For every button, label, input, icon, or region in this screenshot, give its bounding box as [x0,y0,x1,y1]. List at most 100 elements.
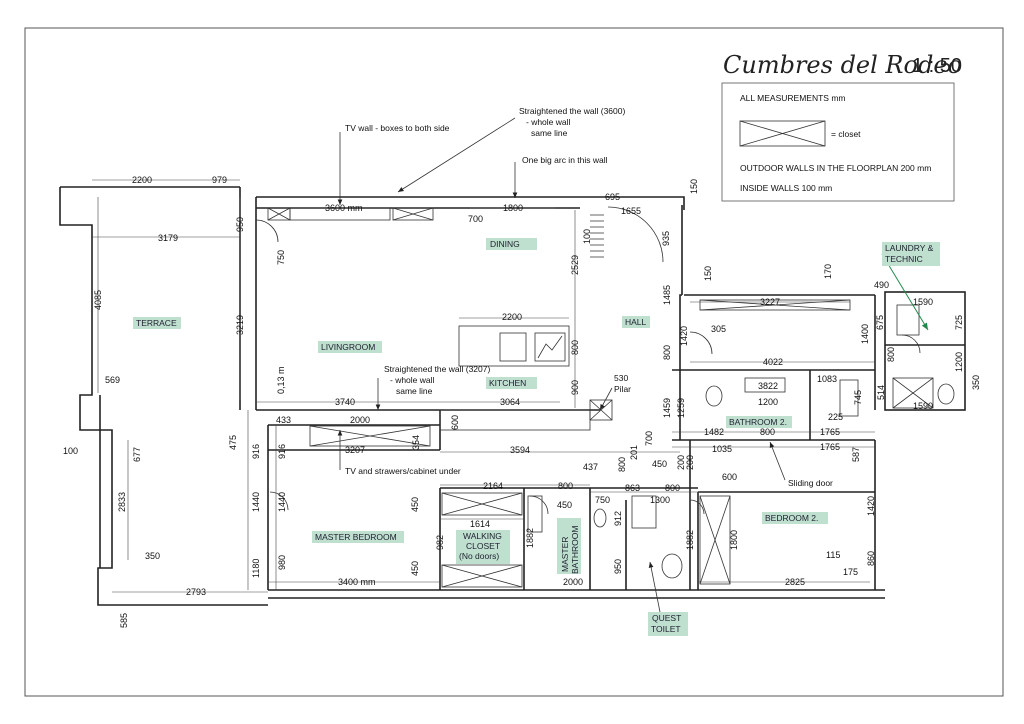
dim-label: 3594 [510,445,530,455]
note-pilar-dim: 530 [614,373,628,383]
closet-symbol [739,120,826,147]
dim-label: 1180 [251,559,261,578]
dim-label: 1655 [621,206,641,216]
dim-label: 3219 [235,315,245,335]
dim-label: 1590 [913,297,933,307]
dim-label: 980 [277,555,287,570]
dimension-labels-vertical: 4085 950 3219 750 677 2833 585 475 0,13 … [93,179,981,628]
dim-label: 585 [119,613,129,628]
note-straight-mid-2: - whole wall [390,375,435,385]
dim-label: 1882 [685,530,695,550]
dim-label: 800 [665,483,680,493]
dim-label: 1200 [954,352,964,372]
dim-label: 1800 [503,203,523,213]
note-straight-mid-3: same line [396,386,433,396]
dim-label: 475 [228,435,238,450]
room-master-bathroom-line2: BATHROOM [570,526,580,574]
dim-label: 800 [662,345,672,360]
dim-label: 1800 [729,530,739,550]
dim-label: 979 [212,175,227,185]
dim-label: 750 [276,250,286,265]
dim-label: 912 [613,511,623,526]
dim-label: 695 [605,192,620,202]
note-tv-straw: TV and strawers/cabinet under [345,466,461,476]
dim-label: 1200 [758,397,778,407]
legend-outdoor-walls: OUTDOOR WALLS IN THE FLOORPLAN 200 mm [740,163,931,173]
dim-label: 490 [874,280,889,290]
legend-units: ALL MEASUREMENTS mm [740,93,845,103]
dim-label: 725 [954,315,964,330]
dim-label: 569 [105,375,120,385]
dim-label: 1882 [525,528,535,548]
dim-label: 1765 [820,427,840,437]
dim-label: 1035 [712,444,732,454]
dim-label: 3822 [758,381,778,391]
dim-label: 1259 [676,398,686,418]
dim-label: 1590 [913,401,933,411]
dim-label: 2200 [502,312,522,322]
dim-label: 950 [235,217,245,232]
dim-label: 1083 [817,374,837,384]
dim-label: 3600 mm [325,203,363,213]
dim-label: 1765 [820,442,840,452]
note-straight-mid-1: Straightened the wall (3207) [384,364,490,374]
dim-label: 150 [689,179,699,194]
annotations: TV wall - boxes to both side Straightene… [345,106,833,488]
dim-label: 200 [676,455,686,470]
dim-label: 150 [703,266,713,281]
dim-label: 450 [410,561,420,576]
dim-label: 2000 [350,415,370,425]
dim-label: 916 [251,444,261,459]
dim-label: 225 [828,412,843,422]
dim-label: 863 [625,483,640,493]
dim-label: 2833 [117,492,127,512]
note-straight-top-1: Straightened the wall (3600) [519,106,625,116]
room-kitchen: KITCHEN [489,378,526,388]
dim-label: 1420 [679,326,689,346]
dim-label: 800 [617,457,627,472]
dim-label: 1440 [277,492,287,512]
room-master-bedroom: MASTER BEDROOM [315,532,397,542]
dim-label: 170 [823,264,833,279]
plan-scale: 1 : 50 [912,55,962,77]
dim-label: 3179 [158,233,178,243]
dim-label: 1485 [662,285,672,305]
room-guest-toilet-line2: TOILET [651,624,681,634]
dim-label: 100 [63,446,78,456]
dim-label: 2825 [785,577,805,587]
room-labels: TERRACE LIVINGROOM DINING KITCHEN HALL L… [133,238,940,636]
dim-label: 450 [652,459,667,469]
annotation-arrows [337,117,929,613]
dim-label: 800 [760,427,775,437]
note-straight-top-3: same line [531,128,568,138]
dim-label: 1420 [866,496,876,516]
legend-closet: = closet [831,129,861,139]
room-bedroom2: BEDROOM 2. [765,513,818,523]
room-laundry-line1: LAUNDRY & [885,243,934,253]
dim-label: 900 [570,380,580,395]
legend-inside-walls: INSIDE WALLS 100 mm [740,183,832,193]
dim-label: 2200 [132,175,152,185]
dim-label: 437 [583,462,598,472]
dim-label: 935 [661,231,671,246]
kitchen-island [439,304,955,579]
room-livingroom: LIVINGROOM [321,342,375,352]
dim-label: 350 [145,551,160,561]
dim-label: 600 [450,415,460,430]
dim-label: 201 [629,445,639,460]
dim-label: 700 [468,214,483,224]
dim-label: 3207 [345,445,365,455]
dim-label: 354 [411,435,421,450]
dim-label: 800 [558,481,573,491]
note-pilar: Pilar [614,384,631,394]
legend-box: ALL MEASUREMENTS mm = closet OUTDOOR WAL… [721,82,955,202]
dim-label: 950 [613,559,623,574]
dim-label: 3227 [760,297,780,307]
dim-label: 675 [875,315,885,330]
dim-label: 450 [410,497,420,512]
room-laundry-line2: TECHNIC [885,254,923,264]
dim-label: 800 [886,347,896,362]
dim-label: 200 [685,455,695,470]
dim-label: 450 [557,500,572,510]
